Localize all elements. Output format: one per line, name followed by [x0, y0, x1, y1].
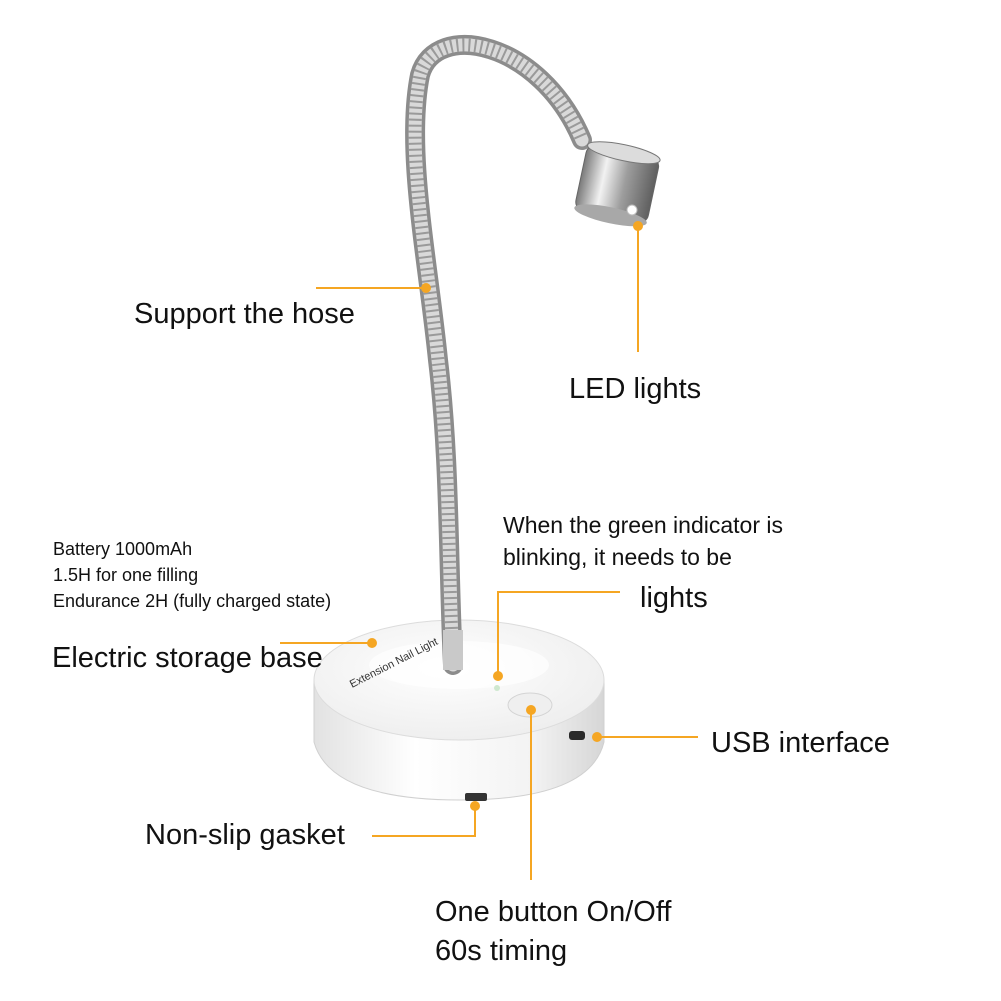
gooseneck-hose — [405, 35, 592, 675]
label-button-line2: 60s timing — [435, 935, 568, 967]
label-indicator-line2: blinking, it needs to be — [503, 544, 732, 570]
label-indicator-line1: When the green indicator is — [503, 512, 783, 538]
label-battery-line2: 1.5H for one filling — [53, 565, 199, 585]
led-bulb — [626, 204, 638, 216]
gasket-foot — [465, 793, 487, 801]
label-usb-interface: USB interface — [711, 727, 890, 759]
label-battery-line3: Endurance 2H (fully charged state) — [53, 591, 332, 611]
indicator-led — [494, 685, 500, 691]
label-led-lights: LED lights — [569, 373, 702, 405]
label-indicator-line3: lights — [640, 582, 708, 614]
label-battery-line1: Battery 1000mAh — [53, 539, 193, 559]
label-support-hose: Support the hose — [134, 298, 355, 330]
label-storage-base: Electric storage base — [52, 642, 323, 674]
usb-port — [569, 731, 585, 740]
label-button-line1: One button On/Off — [435, 896, 672, 928]
led-head — [574, 141, 661, 227]
callout-dots — [367, 221, 643, 811]
label-non-slip-gasket: Non-slip gasket — [145, 819, 345, 851]
callout-lines — [280, 226, 698, 880]
